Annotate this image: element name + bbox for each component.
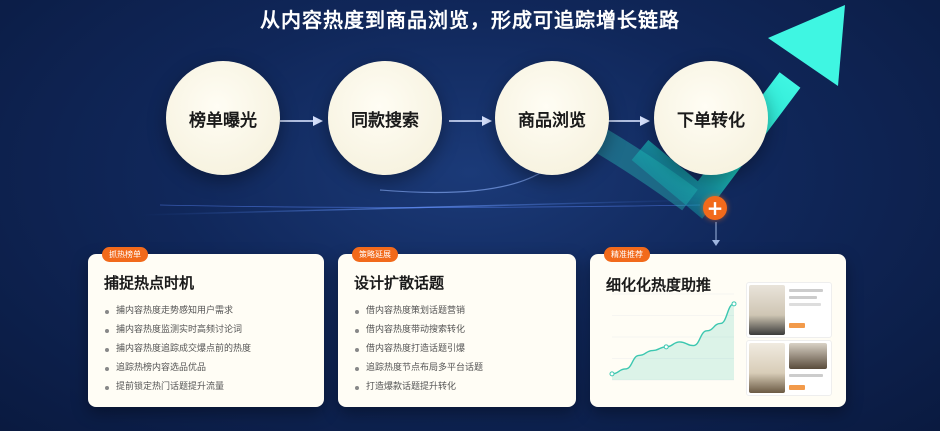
data-point bbox=[731, 301, 737, 307]
series-area bbox=[612, 303, 734, 380]
card-tag: 策略延展 bbox=[352, 247, 398, 262]
card-design-topics: 策略延展 设计扩散话题 借内容热度策划话题营销 借内容热度带动搜索转化 借内容热… bbox=[338, 247, 576, 407]
product-image bbox=[749, 343, 785, 393]
data-point bbox=[609, 371, 615, 377]
product-card bbox=[746, 340, 832, 396]
step-same-style-search: 同款搜索 bbox=[328, 61, 442, 175]
bullet-item: 借内容热度打造话题引爆 bbox=[354, 340, 483, 359]
step-order-conversion: 下单转化 bbox=[654, 61, 768, 175]
bullet-item: 捕内容热度监测实时高频讨论词 bbox=[104, 321, 251, 340]
product-image bbox=[789, 343, 827, 369]
step-product-browse: 商品浏览 bbox=[495, 61, 609, 175]
bullet-item: 捕内容热度走势感知用户需求 bbox=[104, 302, 251, 321]
trend-chart bbox=[609, 293, 737, 381]
card-title: 细化化热度助推 bbox=[606, 276, 712, 294]
card-title: 设计扩散话题 bbox=[354, 274, 445, 292]
bullet-item: 追踪热榜内容选品优品 bbox=[104, 359, 251, 378]
card-tag: 精准推荐 bbox=[604, 247, 650, 262]
product-image bbox=[749, 285, 785, 335]
bullet-item: 捕内容热度追踪成交爆点前的热度 bbox=[104, 340, 251, 359]
product-card bbox=[746, 282, 832, 338]
bullet-list: 借内容热度策划话题营销 借内容热度带动搜索转化 借内容热度打造话题引爆 追踪热度… bbox=[354, 302, 483, 397]
bullet-item: 借内容热度带动搜索转化 bbox=[354, 321, 483, 340]
bullet-item: 提前锁定热门话题提升流量 bbox=[104, 378, 251, 397]
bullet-item: 借内容热度策划话题营销 bbox=[354, 302, 483, 321]
bullet-list: 捕内容热度走势感知用户需求 捕内容热度监测实时高频讨论词 捕内容热度追踪成交爆点… bbox=[104, 302, 251, 397]
card-refined-heat-boost: 精准推荐 细化化热度助推 bbox=[590, 247, 846, 407]
plus-badge-icon: + bbox=[703, 196, 727, 220]
series-line bbox=[611, 303, 735, 375]
data-point bbox=[663, 344, 669, 350]
page-headline: 从内容热度到商品浏览，形成可追踪增长链路 bbox=[260, 8, 680, 32]
bullet-item: 打造爆款话题提升转化 bbox=[354, 378, 483, 397]
card-tag: 抓热榜单 bbox=[102, 247, 148, 262]
card-capture-hotspot: 抓热榜单 捕捉热点时机 捕内容热度走势感知用户需求 捕内容热度监测实时高频讨论词… bbox=[88, 247, 324, 407]
card-title: 捕捉热点时机 bbox=[104, 274, 195, 292]
step-ranking-exposure: 榜单曝光 bbox=[166, 61, 280, 175]
bullet-item: 追踪热度节点布局多平台话题 bbox=[354, 359, 483, 378]
